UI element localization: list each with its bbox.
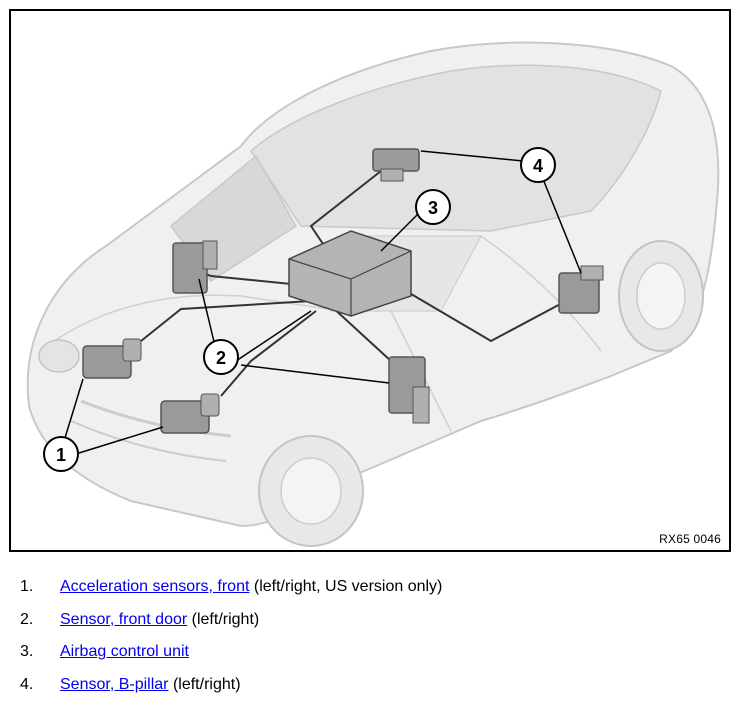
diagram-figure: 1 2 3 4 RX65 0046 <box>9 9 731 552</box>
sensor-door-left <box>172 240 218 294</box>
sensor-b-pillar-right <box>558 265 604 314</box>
legend-item: 1. Acceleration sensors, front (left/righ… <box>20 578 442 611</box>
legend-item: 4. Sensor, B-pillar (left/right) <box>20 676 442 708</box>
figure-id-label: RX65 0046 <box>659 532 721 546</box>
sensor-door-right <box>388 356 430 424</box>
callout-1-label: 1 <box>56 445 66 465</box>
sensor-b-pillar-left <box>372 148 420 182</box>
callout-4: 4 <box>520 147 556 183</box>
legend-link-airbag-control-unit[interactable]: Airbag control unit <box>60 643 189 660</box>
callout-3: 3 <box>415 189 451 225</box>
legend-note: (left/right) <box>191 610 260 628</box>
callout-4-label: 4 <box>533 156 543 176</box>
callout-3-label: 3 <box>428 198 438 218</box>
legend-number: 4. <box>20 675 34 693</box>
legend-list: 1. Acceleration sensors, front (left/righ… <box>20 578 442 708</box>
airbag-control-unit <box>288 230 412 317</box>
legend-note: (left/right, US version only) <box>253 578 443 595</box>
legend-link-sensor-b-pillar[interactable]: Sensor, B-pillar <box>60 675 169 693</box>
sensor-front-right <box>160 393 220 434</box>
legend-number: 1. <box>20 578 34 595</box>
legend-link-acceleration-sensors[interactable]: Acceleration sensors, front <box>60 578 250 595</box>
legend-number: 2. <box>20 610 34 628</box>
callout-1: 1 <box>43 436 79 472</box>
car-diagram: 1 2 3 4 <box>26 41 720 547</box>
callout-2: 2 <box>203 339 239 375</box>
legend-item: 3. Airbag control unit <box>20 643 442 676</box>
legend-link-sensor-front-door[interactable]: Sensor, front door <box>60 610 188 628</box>
sensor-front-left <box>82 338 142 379</box>
legend-note: (left/right) <box>172 675 241 693</box>
legend-number: 3. <box>20 643 34 660</box>
callout-2-label: 2 <box>216 348 226 368</box>
legend-item: 2. Sensor, front door (left/right) <box>20 611 442 644</box>
